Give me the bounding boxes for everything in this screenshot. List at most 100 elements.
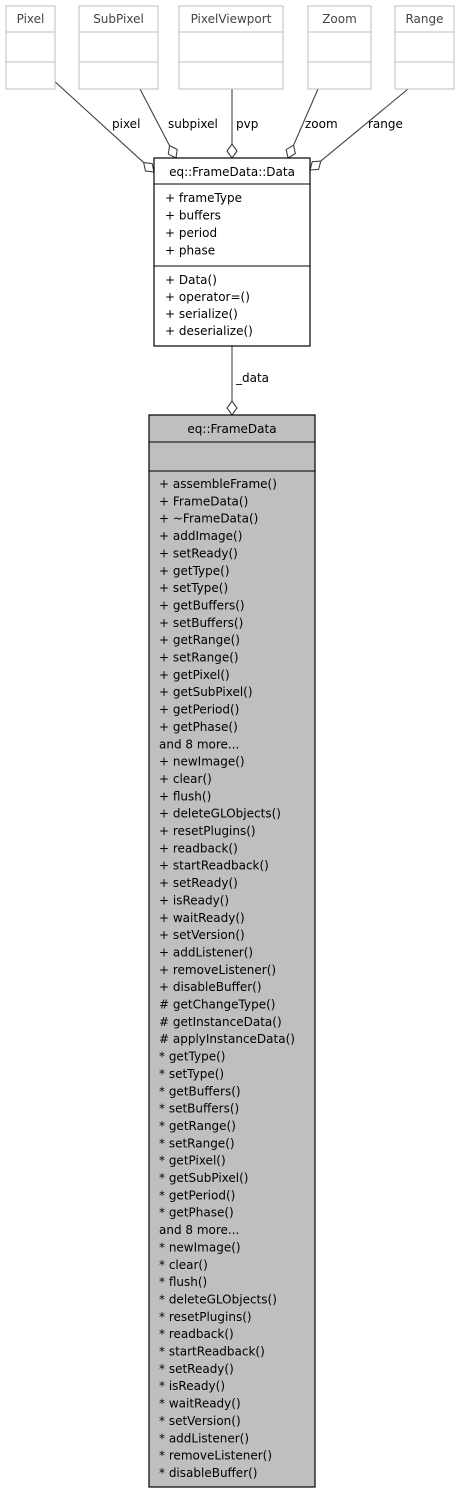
framedata-method-0: + assembleFrame()	[159, 477, 277, 491]
framedata-method-34: * setType()	[159, 1067, 224, 1081]
aggregation-diamond-pixel	[142, 161, 155, 173]
framedata-method-45: * clear()	[159, 1258, 208, 1272]
edges: pixel subpixel pvp zoom range _data	[51, 78, 409, 416]
class-box-zoom[interactable]: Zoom	[307, 5, 372, 90]
class-boxes: Pixel SubPixel PixelViewport Zoom Rangeeq::F…	[5, 5, 455, 1488]
framedata-method-51: * setReady()	[159, 1362, 234, 1376]
edge-pixelviewport: pvp	[226, 89, 258, 159]
framedata-method-8: + setBuffers()	[159, 616, 243, 630]
framedata-method-24: + isReady()	[159, 893, 229, 907]
framedata-method-39: * getPixel()	[159, 1154, 226, 1168]
framedata-method-37: * getRange()	[159, 1119, 236, 1133]
edge-zoom: zoom	[285, 88, 338, 159]
framedata-method-33: * getType()	[159, 1050, 225, 1064]
attribute-0: + frameType	[165, 191, 242, 205]
method-1: + operator=()	[165, 290, 250, 304]
framedata-method-31: # getInstanceData()	[159, 1015, 282, 1029]
framedata-method-30: # getChangeType()	[159, 998, 275, 1012]
class-name-pixel: Pixel	[17, 12, 45, 26]
method-3: + deserialize()	[165, 324, 253, 338]
framedata-method-40: * getSubPixel()	[159, 1171, 248, 1185]
class-name-zoom: Zoom	[322, 12, 357, 26]
framedata-method-55: * addListener()	[159, 1431, 249, 1445]
framedata-method-13: + getPeriod()	[159, 703, 239, 717]
edge-data: _data	[226, 346, 269, 416]
framedata-method-19: + deleteGLObjects()	[159, 807, 281, 821]
framedata-method-48: * resetPlugins()	[159, 1310, 252, 1324]
framedata-method-15: and 8 more...	[159, 737, 239, 751]
framedata-method-38: * setRange()	[159, 1136, 235, 1150]
edge-label-pixelviewport: pvp	[236, 117, 258, 131]
method-0: + Data()	[165, 273, 217, 287]
framedata-method-16: + newImage()	[159, 755, 245, 769]
framedata-method-26: + setVersion()	[159, 928, 245, 942]
attribute-2: + period	[165, 226, 217, 240]
edge-label-data: _data	[235, 371, 269, 385]
framedata-method-29: + disableBuffer()	[159, 980, 262, 994]
framedata-method-4: + setReady()	[159, 546, 238, 560]
framedata-method-11: + getPixel()	[159, 668, 230, 682]
framedata-method-44: * newImage()	[159, 1240, 241, 1254]
framedata-method-42: * getPhase()	[159, 1206, 234, 1220]
framedata-method-35: * getBuffers()	[159, 1084, 241, 1098]
framedata-method-57: * disableBuffer()	[159, 1466, 258, 1480]
framedata-method-32: # applyInstanceData()	[159, 1032, 295, 1046]
framedata-method-14: + getPhase()	[159, 720, 238, 734]
edge-pixel: pixel	[51, 78, 155, 173]
edge-label-zoom: zoom	[305, 117, 338, 131]
edge-range: range	[309, 88, 409, 171]
framedata-method-1: + FrameData()	[159, 494, 248, 508]
framedata-method-17: + clear()	[159, 772, 212, 786]
class-box-framedata[interactable]: eq::FrameData+ assembleFrame()+ FrameDat…	[148, 414, 316, 1488]
class-name-framedata-data: eq::FrameData::Data	[169, 165, 295, 179]
framedata-method-43: and 8 more...	[159, 1223, 239, 1237]
framedata-method-54: * setVersion()	[159, 1414, 241, 1428]
class-name-range: Range	[405, 12, 443, 26]
framedata-method-49: * readback()	[159, 1327, 234, 1341]
framedata-method-6: + setType()	[159, 581, 228, 595]
framedata-method-50: * startReadback()	[159, 1345, 265, 1359]
aggregation-diamond-zoom	[285, 144, 296, 159]
class-name-framedata: eq::FrameData	[187, 422, 276, 436]
framedata-method-25: + waitReady()	[159, 911, 245, 925]
aggregation-diamond-data	[226, 400, 238, 416]
framedata-method-46: * flush()	[159, 1275, 207, 1289]
framedata-method-53: * waitReady()	[159, 1397, 241, 1411]
class-name-pixelviewport: PixelViewport	[191, 12, 272, 26]
method-2: + serialize()	[165, 307, 238, 321]
edge-label-range: range	[368, 117, 403, 131]
class-box-pixelviewport[interactable]: PixelViewport	[178, 5, 284, 90]
framedata-method-12: + getSubPixel()	[159, 685, 253, 699]
attribute-3: + phase	[165, 244, 215, 258]
edge-label-subpixel: subpixel	[168, 117, 218, 131]
framedata-method-52: * isReady()	[159, 1379, 225, 1393]
framedata-method-23: + setReady()	[159, 876, 238, 890]
class-name-subpixel: SubPixel	[93, 12, 144, 26]
class-box-pixel[interactable]: Pixel	[5, 5, 56, 90]
framedata-method-27: + addListener()	[159, 945, 253, 959]
class-box-range[interactable]: Range	[394, 5, 455, 90]
attribute-1: + buffers	[165, 209, 221, 223]
framedata-method-47: * deleteGLObjects()	[159, 1292, 277, 1306]
framedata-method-36: * setBuffers()	[159, 1102, 239, 1116]
aggregation-diamond-pixelviewport	[226, 143, 238, 159]
framedata-method-20: + resetPlugins()	[159, 824, 256, 838]
framedata-method-41: * getPeriod()	[159, 1188, 235, 1202]
edge-subpixel: subpixel	[139, 88, 218, 159]
framedata-method-3: + addImage()	[159, 529, 242, 543]
framedata-method-5: + getType()	[159, 564, 230, 578]
edge-label-pixel: pixel	[112, 117, 140, 131]
framedata-method-28: + removeListener()	[159, 963, 276, 977]
aggregation-diamond-range	[309, 160, 322, 171]
aggregation-diamond-subpixel	[167, 144, 178, 159]
framedata-method-2: + ~FrameData()	[159, 512, 258, 526]
class-box-framedata-data[interactable]: eq::FrameData::Data+ frameType+ buffers+…	[153, 157, 311, 347]
framedata-method-22: + startReadback()	[159, 859, 269, 873]
framedata-method-7: + getBuffers()	[159, 598, 245, 612]
class-box-subpixel[interactable]: SubPixel	[78, 5, 159, 90]
framedata-method-56: * removeListener()	[159, 1449, 272, 1463]
framedata-method-21: + readback()	[159, 841, 238, 855]
framedata-method-9: + getRange()	[159, 633, 240, 647]
framedata-method-18: + flush()	[159, 789, 211, 803]
